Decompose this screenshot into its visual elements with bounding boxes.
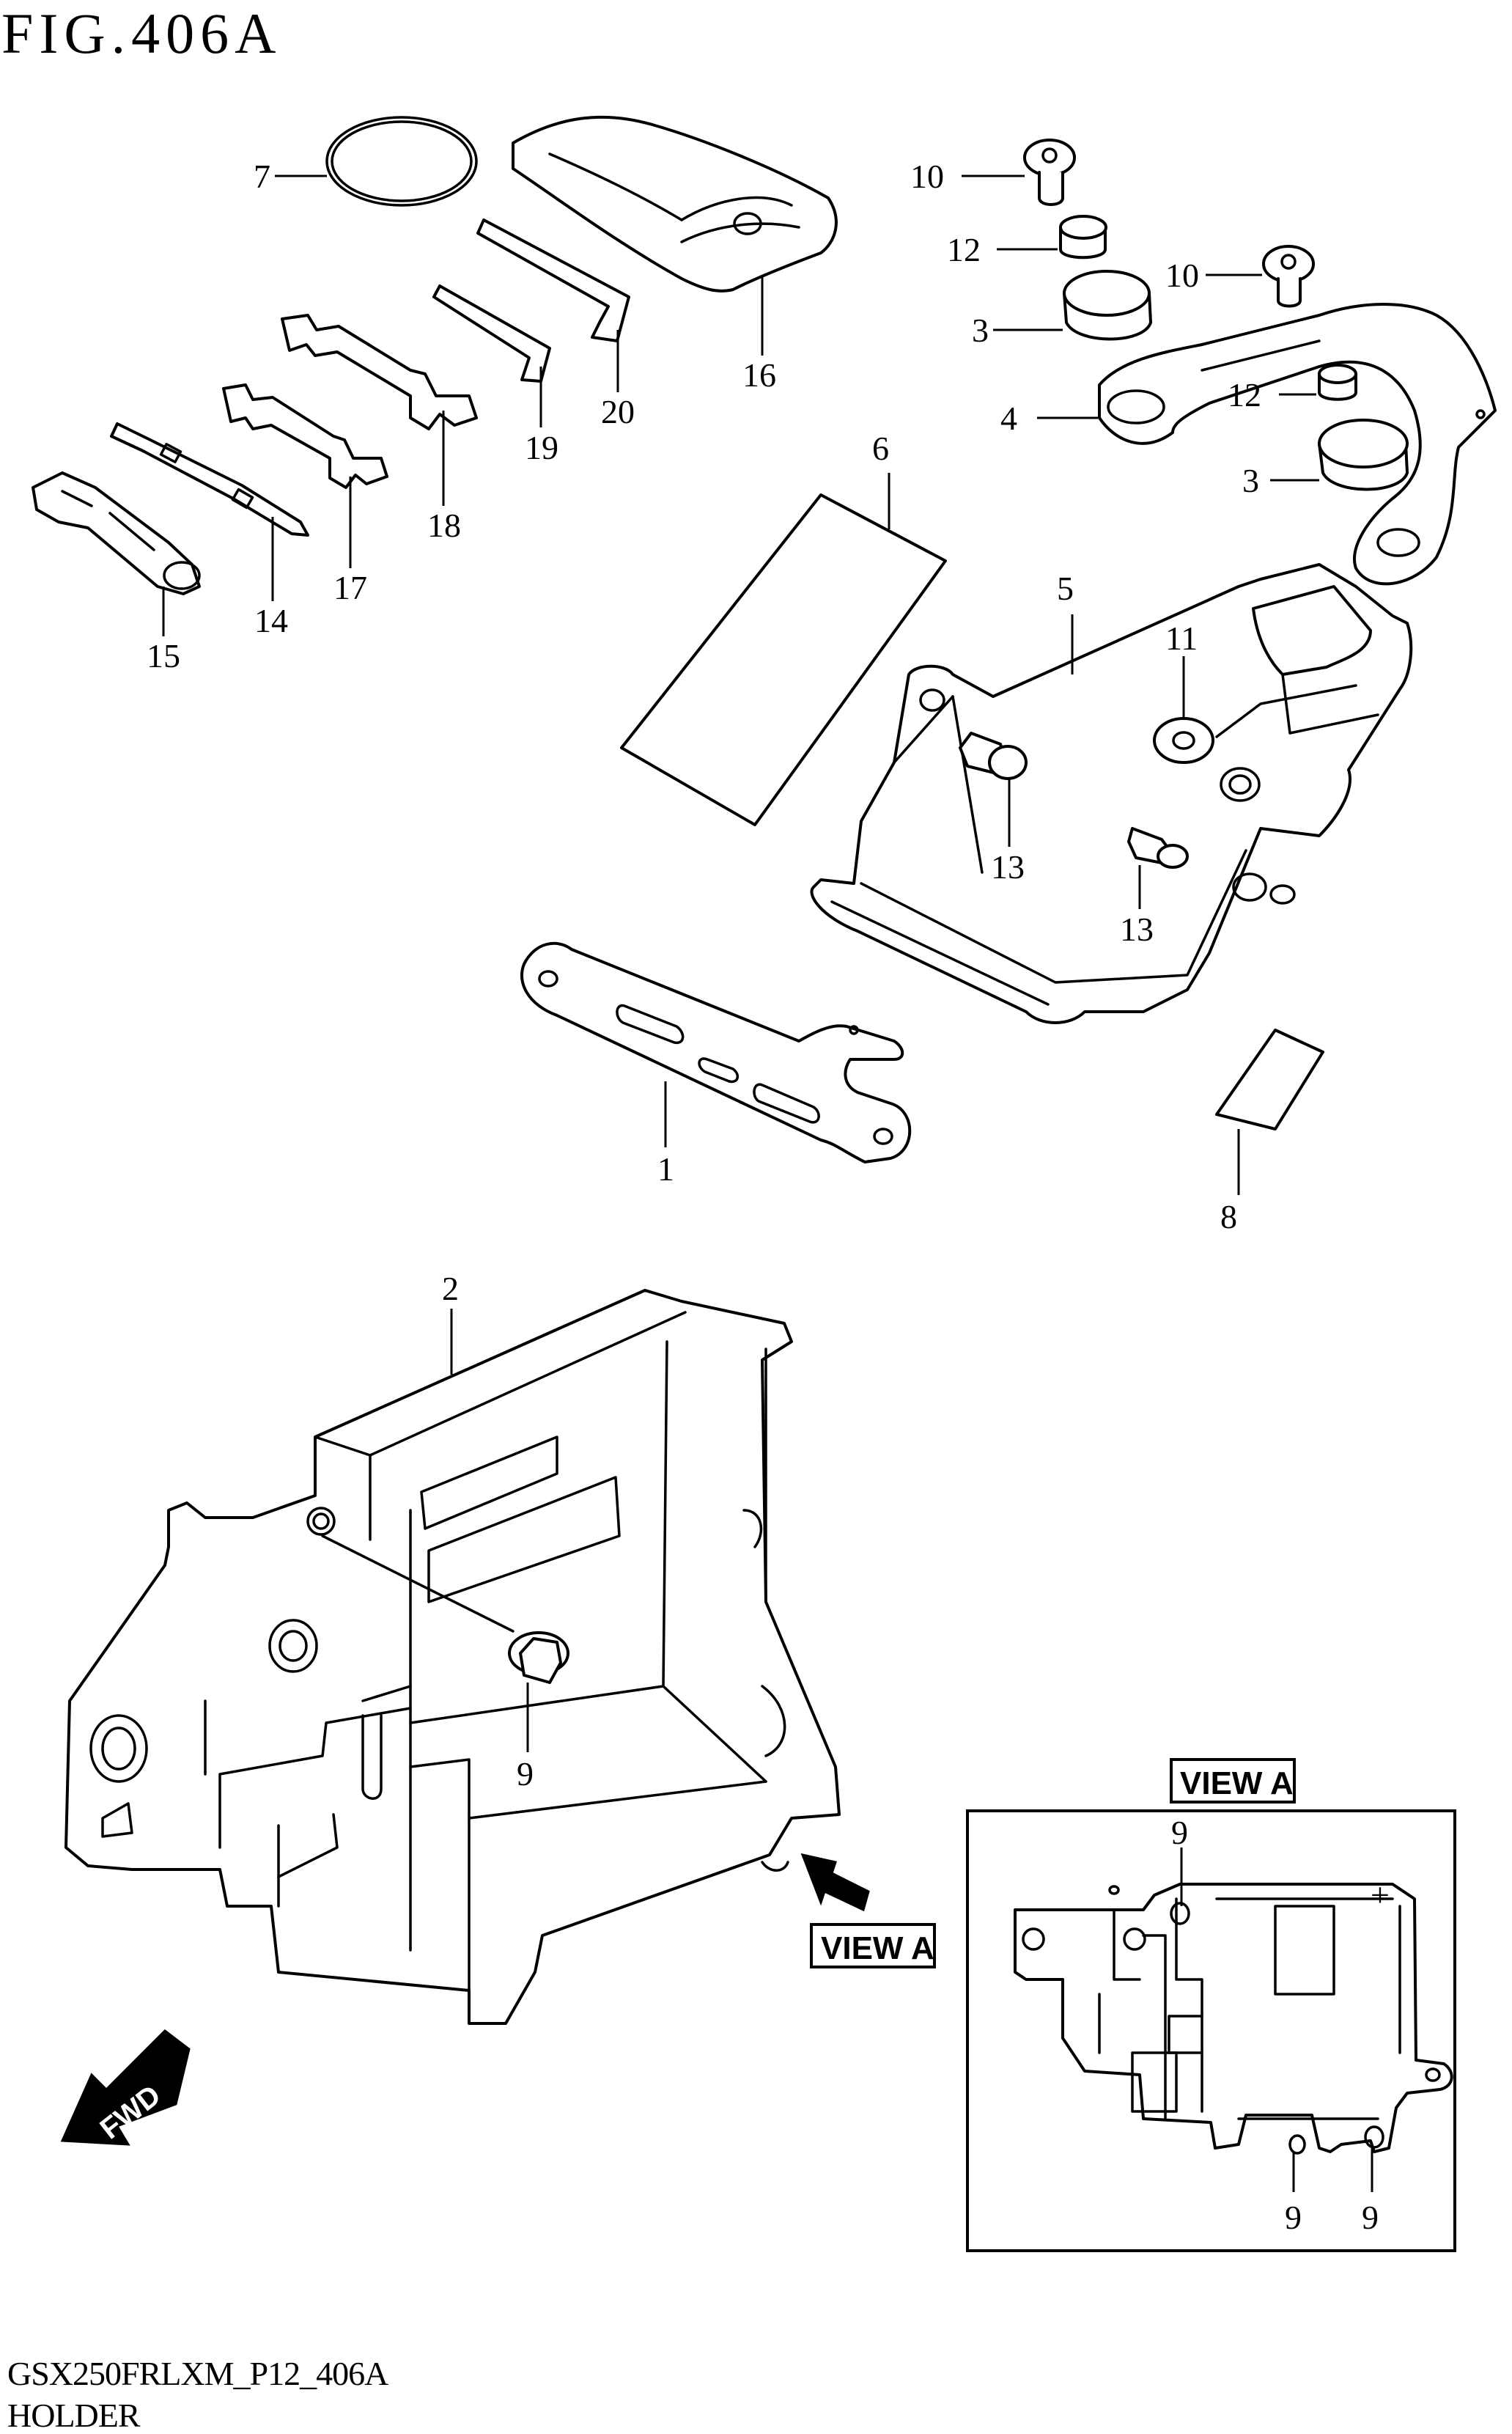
- callout-16: 16: [742, 356, 776, 394]
- clip-right-part: [1127, 827, 1189, 869]
- callout-9c: 9: [1285, 2199, 1302, 2236]
- hex-key-large-part: [476, 218, 630, 342]
- callout-14: 14: [254, 602, 288, 639]
- damper-upper-part: [1063, 270, 1152, 341]
- callout-7: 7: [254, 158, 270, 195]
- view-a-inset: VIEW A − +: [966, 1758, 1456, 2252]
- callout-1: 1: [657, 1150, 674, 1188]
- tray-bolt-part: [1153, 717, 1214, 764]
- callout-3b: 3: [1242, 462, 1259, 499]
- figure-title: FIG.406A: [1, 1, 282, 65]
- callout-2: 2: [442, 1270, 459, 1307]
- fwd-arrow-icon: FWD: [60, 2029, 191, 2146]
- callout-15: 15: [147, 637, 180, 674]
- collar-lower-part: [1318, 364, 1357, 401]
- callout-19: 19: [525, 429, 558, 466]
- tool-bag-part: [512, 115, 838, 293]
- view-a-arrow-label: VIEW A: [810, 1923, 936, 1968]
- callout-9a: 9: [517, 1755, 534, 1793]
- collar-upper-part: [1059, 215, 1107, 260]
- wrench-large-part: [281, 314, 478, 430]
- section-name: HOLDER: [7, 2397, 141, 2434]
- clip-left-part: [959, 732, 1028, 780]
- screwdriver-part: [110, 422, 309, 537]
- damper-lower-part: [1318, 419, 1409, 491]
- callout-18: 18: [427, 507, 461, 544]
- small-pad-part: [1215, 1029, 1324, 1130]
- callout-13b: 13: [1120, 911, 1154, 948]
- plug-wrench-part: [32, 471, 201, 595]
- bolt-right-part: [1262, 245, 1315, 308]
- view-a-inset-label: VIEW A: [1180, 1765, 1294, 1801]
- positive-terminal-symbol: +: [1371, 1876, 1390, 1913]
- hex-key-small-part: [432, 284, 551, 383]
- callout-4: 4: [1000, 400, 1017, 437]
- pad-part: [620, 493, 947, 826]
- callout-3a: 3: [972, 312, 989, 349]
- callout-12b: 12: [1228, 376, 1261, 413]
- callout-8: 8: [1220, 1198, 1237, 1235]
- drawing-code: GSX250FRLXM_P12_406A: [7, 2355, 388, 2392]
- callout-9b: 9: [1171, 1814, 1188, 1851]
- callout-12a: 12: [947, 231, 981, 268]
- bracket-part: [1098, 303, 1497, 586]
- callout-20: 20: [601, 393, 635, 430]
- o-ring-part: [325, 116, 478, 207]
- holder-bolt-part: [321, 1534, 569, 1684]
- negative-terminal-symbol: −: [1231, 1880, 1250, 1917]
- battery-holder-part: [64, 1289, 841, 2025]
- plate-part: [520, 941, 912, 1163]
- callout-9d: 9: [1362, 2199, 1379, 2236]
- callout-17: 17: [333, 569, 367, 606]
- tray-part: [810, 563, 1413, 1024]
- callout-6: 6: [872, 430, 889, 467]
- wrench-small-part: [222, 383, 388, 489]
- callout-13a: 13: [991, 848, 1025, 886]
- view-direction-arrow-icon: [800, 1853, 870, 1912]
- callout-10a: 10: [910, 158, 944, 195]
- svg-text:VIEW A: VIEW A: [821, 1930, 934, 1966]
- callout-5: 5: [1057, 570, 1074, 607]
- bolt-upper-part: [1023, 139, 1076, 206]
- callout-10b: 10: [1165, 257, 1199, 294]
- callout-11: 11: [1165, 619, 1198, 657]
